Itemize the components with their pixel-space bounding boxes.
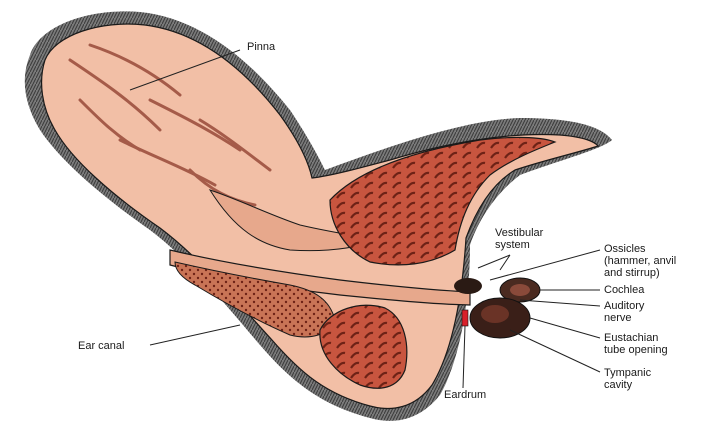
middle-ear-group xyxy=(454,278,540,338)
ossicles-shape xyxy=(454,278,482,294)
label-ear-canal: Ear canal xyxy=(78,340,124,352)
label-eardrum: Eardrum xyxy=(444,389,486,401)
label-tympanic-line2: cavity xyxy=(604,379,633,391)
label-eustachian-line1: Eustachian xyxy=(604,332,658,344)
label-ossicles-line1: Ossicles xyxy=(604,243,646,255)
label-eustachian-line2: tube opening xyxy=(604,344,668,356)
label-pinna: Pinna xyxy=(247,41,276,53)
label-vestibular-line2: system xyxy=(495,239,530,251)
label-auditory-line2: nerve xyxy=(604,312,632,324)
eardrum-shape xyxy=(462,310,468,326)
label-cochlea: Cochlea xyxy=(604,284,645,296)
label-vestibular-line1: Vestibular xyxy=(495,227,544,239)
label-ossicles-line2: (hammer, anvil xyxy=(604,255,676,267)
label-auditory-line1: Auditory xyxy=(604,300,645,312)
pinna-skin xyxy=(42,24,598,408)
label-ossicles-line3: and stirrup) xyxy=(604,267,660,279)
label-tympanic-line1: Tympanic xyxy=(604,367,652,379)
